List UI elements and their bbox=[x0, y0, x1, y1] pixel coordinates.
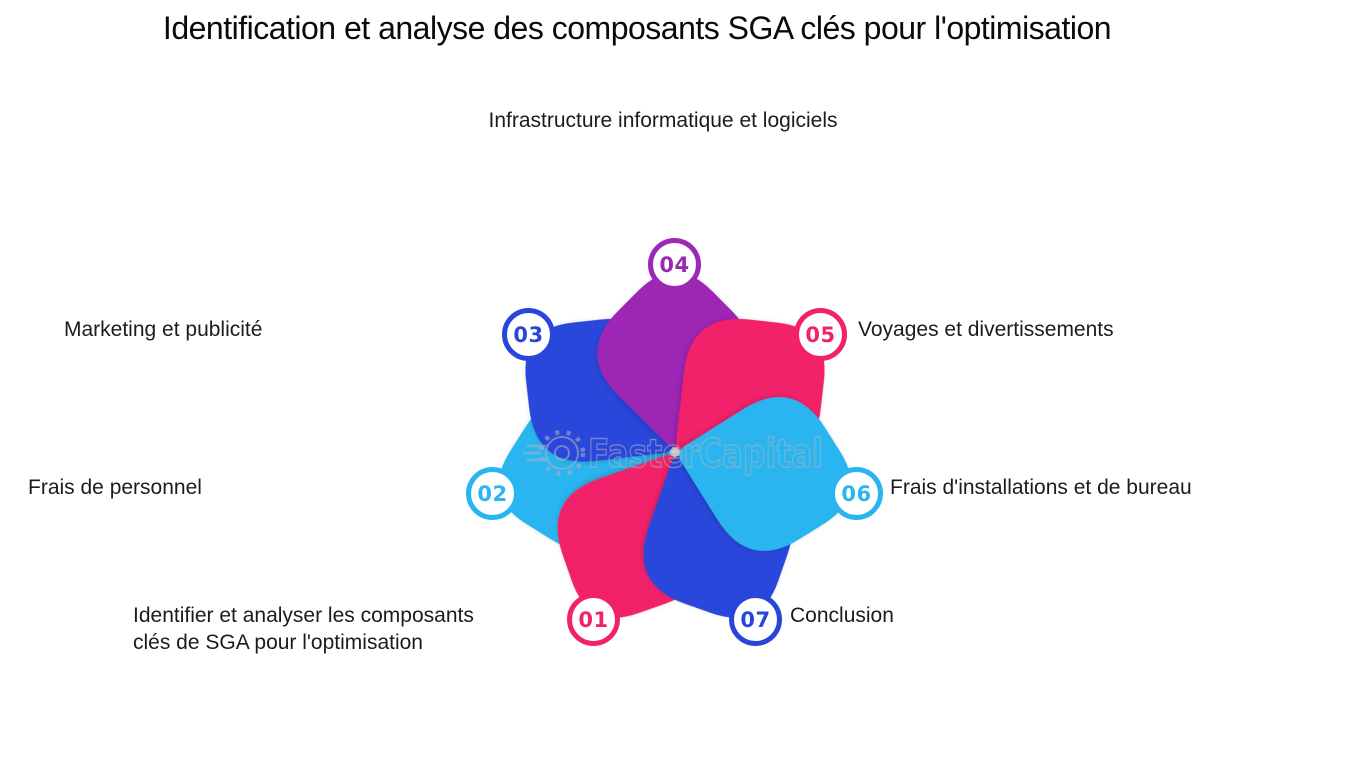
label-identifier-analyser: Identifier et analyser les composants cl… bbox=[133, 604, 474, 654]
page-title: Identification et analyse des composants… bbox=[162, 10, 1112, 46]
badge-07: 07 bbox=[729, 593, 782, 646]
badge-06: 06 bbox=[830, 467, 883, 520]
badge-04-number: 04 bbox=[659, 252, 690, 277]
badge-03: 03 bbox=[502, 308, 555, 361]
label-frais-personnel: Frais de personnel bbox=[28, 476, 202, 499]
label-marketing: Marketing et publicité bbox=[64, 318, 263, 341]
label-frais-installations: Frais d'installations et de bureau bbox=[890, 476, 1192, 499]
badge-04: 04 bbox=[648, 238, 701, 291]
badge-02-number: 02 bbox=[477, 481, 508, 506]
watermark: FasterCapital bbox=[523, 429, 824, 478]
badge-01-number: 01 bbox=[578, 607, 609, 632]
petal-06 bbox=[679, 397, 852, 551]
badge-03-number: 03 bbox=[513, 322, 544, 347]
watermark-gear-icon bbox=[523, 429, 586, 477]
watermark-text: FasterCapital bbox=[588, 432, 823, 477]
badge-05: 05 bbox=[794, 308, 847, 361]
badge-05-number: 05 bbox=[805, 322, 836, 347]
label-infrastructure: Infrastructure informatique et logiciels bbox=[488, 109, 838, 132]
label-voyages: Voyages et divertissements bbox=[858, 318, 1114, 341]
badge-01: 01 bbox=[567, 593, 620, 646]
label-conclusion: Conclusion bbox=[790, 604, 894, 627]
badge-02: 02 bbox=[466, 467, 519, 520]
badge-06-number: 06 bbox=[841, 481, 872, 506]
badge-07-number: 07 bbox=[740, 607, 771, 632]
